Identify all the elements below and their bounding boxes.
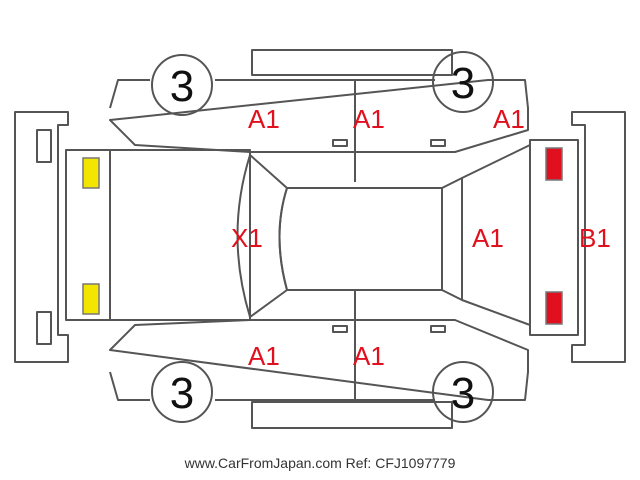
top-handle-rear — [430, 139, 446, 147]
tire-front-left — [151, 54, 213, 116]
tire-rear-left-value: 3 — [451, 59, 475, 108]
front-bumper — [14, 111, 69, 363]
front-body-panel — [110, 149, 251, 321]
top-side-profile — [109, 79, 529, 153]
code-front-left-door: A1 — [248, 104, 280, 134]
bottom-handle-rear — [430, 325, 446, 333]
top-side-skirt — [251, 49, 453, 76]
front-bumper-slot-top — [36, 129, 52, 163]
tire-front-right — [151, 361, 213, 423]
bottom-side-skirt — [251, 401, 453, 429]
tire-rear-right — [432, 361, 494, 423]
bottom-handle-front — [332, 325, 348, 333]
code-rear-right-door: A1 — [353, 341, 385, 371]
code-rear-bumper: B1 — [579, 223, 611, 253]
rear-bumper — [571, 111, 626, 363]
tire-rear-left — [432, 51, 494, 113]
roof-panel — [278, 187, 443, 291]
tire-front-left-value: 3 — [170, 62, 194, 111]
rear-panel — [529, 139, 579, 336]
code-rear-glass: A1 — [472, 223, 504, 253]
rear-marker-bottom — [545, 291, 563, 325]
tire-rear-right-value: 3 — [451, 369, 475, 418]
rear-marker-top — [545, 147, 563, 181]
code-rear-left-quarter: A1 — [493, 104, 525, 134]
front-marker-bottom — [82, 283, 100, 315]
front-marker-top — [82, 157, 100, 189]
rear-glass-panel — [441, 177, 463, 301]
watermark: www.CarFromJapan.com Ref: CFJ1097779 — [184, 455, 456, 471]
bottom-side-profile — [109, 319, 529, 401]
top-handle-front — [332, 139, 348, 147]
tire-front-right-value: 3 — [170, 369, 194, 418]
code-front-right-door: A1 — [248, 341, 280, 371]
code-windshield: X1 — [231, 223, 263, 253]
code-rear-left-door: A1 — [353, 104, 385, 134]
front-bumper-slot-bottom — [36, 311, 52, 345]
